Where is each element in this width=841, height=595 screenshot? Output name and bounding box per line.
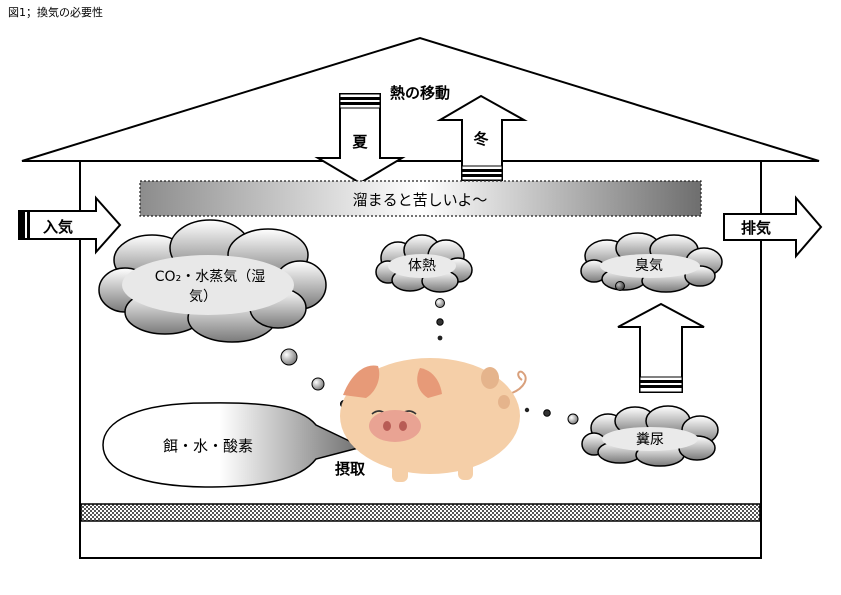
co2-label-line2: 気） — [189, 289, 217, 305]
exhaust-label: 排気 — [741, 219, 771, 237]
intake-arrow — [18, 195, 122, 255]
manure-cloud — [581, 405, 719, 467]
thought-dot — [543, 409, 551, 417]
thought-dot — [280, 348, 298, 366]
summer-label: 夏 — [351, 133, 368, 151]
exhaust-arrow — [723, 195, 823, 259]
feed-label: 餌・水・酸素 — [163, 437, 253, 455]
feed-bubble — [102, 402, 365, 488]
odor-dot — [615, 281, 625, 291]
intake-caption: 摂取 — [335, 460, 366, 478]
thought-dot — [524, 407, 530, 413]
odor-label: 臭気 — [635, 258, 663, 274]
odor-cloud — [580, 232, 723, 293]
winter-label: 冬 — [473, 130, 488, 148]
summer-heat-arrow — [314, 93, 406, 185]
odor-rising-arrow — [617, 302, 705, 393]
thought-dot — [436, 318, 444, 326]
body-heat-cloud — [375, 234, 473, 293]
slatted-floor — [80, 503, 761, 522]
co2-label-line1: CO₂・水蒸気（湿 — [155, 269, 265, 285]
thought-dot — [437, 335, 443, 341]
manure-label: 糞尿 — [636, 432, 664, 448]
figure-caption: 図1；換気の必要性 — [8, 5, 103, 19]
thought-dot — [311, 377, 325, 391]
heat-transfer-title: 熱の移動 — [390, 84, 450, 102]
pig-illustration — [340, 358, 527, 482]
banner-text: 溜まると苦しいよ～ — [353, 191, 488, 209]
body-heat-label: 体熱 — [408, 258, 436, 274]
winter-heat-arrow — [436, 94, 528, 181]
thought-dot — [567, 413, 579, 425]
intake-label: 入気 — [43, 218, 73, 236]
co2-vapor-cloud — [98, 219, 327, 343]
accumulation-banner — [139, 180, 702, 217]
thought-dot — [435, 298, 445, 308]
